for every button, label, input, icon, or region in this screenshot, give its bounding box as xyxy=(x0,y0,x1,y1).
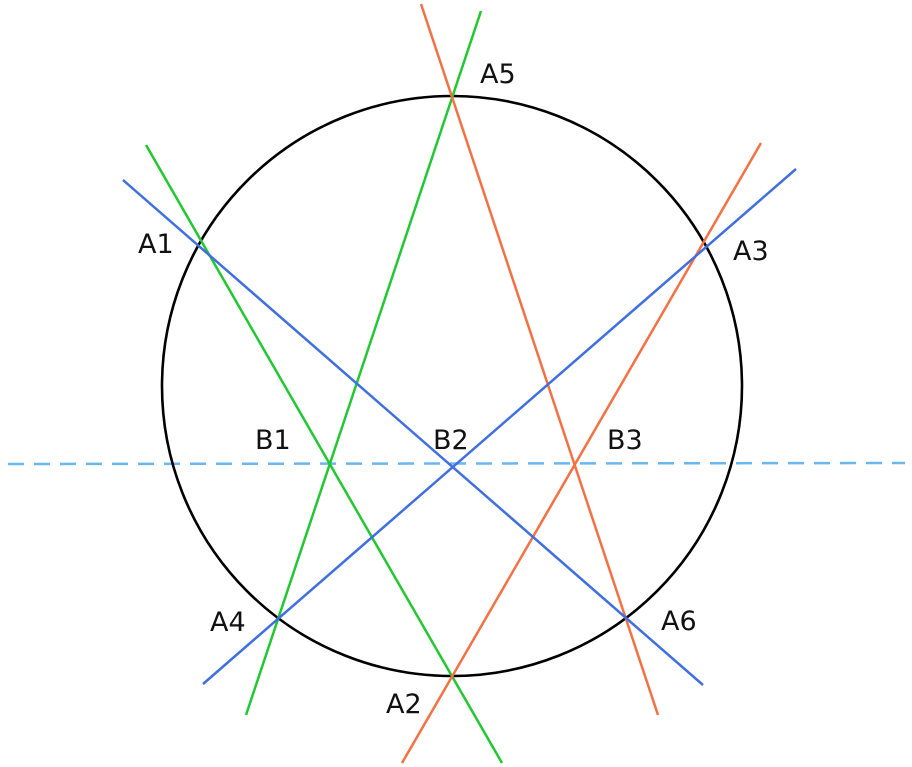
green-line-a1-a2 xyxy=(144,144,504,764)
label-a3: A3 xyxy=(733,236,769,267)
blue-line-a1-a6 xyxy=(122,179,704,686)
orange-line-a5-a6 xyxy=(419,3,660,716)
circle xyxy=(160,94,744,678)
label-b1: B1 xyxy=(255,425,291,456)
label-a6: A6 xyxy=(661,606,697,637)
label-b3: B3 xyxy=(607,425,643,456)
label-a5: A5 xyxy=(480,59,516,90)
orange-line-a2-a3 xyxy=(400,142,763,764)
green-line-a4-a5 xyxy=(244,10,483,716)
blue-line-a3-a4 xyxy=(202,168,797,685)
label-a1: A1 xyxy=(138,229,174,260)
label-b2: B2 xyxy=(433,425,469,456)
label-a2: A2 xyxy=(386,689,422,720)
label-a4: A4 xyxy=(210,607,246,638)
